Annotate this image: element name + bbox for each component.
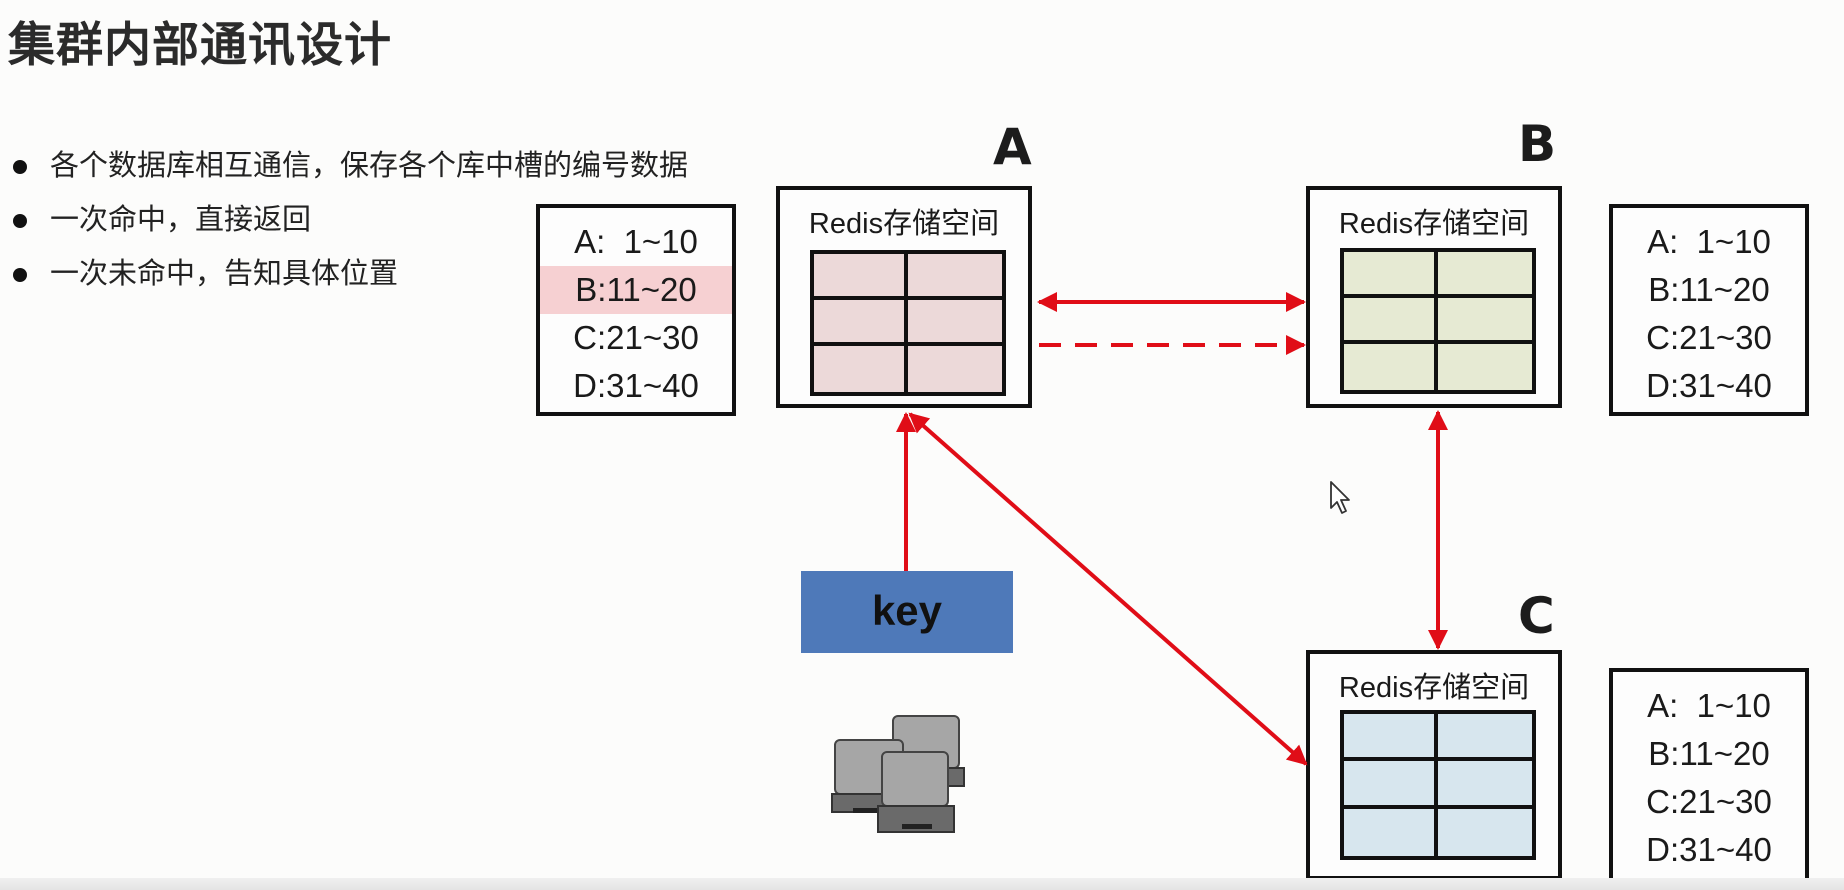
mouse-pointer-icon [1330,481,1350,514]
node-c-label: C [1518,587,1555,645]
slot-range-row: D:31~40 [573,367,699,404]
bottom-strip [0,878,1844,890]
slot-range-row: A: 1~10 [1647,223,1771,260]
slot-range-row: A: 1~10 [574,223,698,260]
slot-range-row: C:21~30 [1646,783,1772,820]
storage-title: Redis存储空间 [1338,672,1530,704]
slot-grid [810,250,1006,396]
slot-grid [1340,710,1536,860]
computer-cluster-icon [831,715,965,833]
slot-range-row: D:31~40 [1646,367,1772,404]
slot-table-a: A: 1~10 B:11~20 C:21~30 D:31~40 [536,204,736,416]
storage-title: Redis存储空间 [1338,208,1530,240]
slot-range-row: C:21~30 [1646,319,1772,356]
bullet-list: 各个数据库相互通信，保存各个库中槽的编号数据 一次命中，直接返回 一次未命中，告… [10,138,688,300]
slot-range-row: C:21~30 [573,319,699,356]
node-c-storage: Redis存储空间 [1306,650,1562,880]
node-b-label: B [1518,115,1557,173]
slot-range-row: B:11~20 [1648,735,1770,772]
storage-title: Redis存储空间 [808,208,1000,240]
node-a-storage: Redis存储空间 [776,186,1032,408]
bullet-item: 各个数据库相互通信，保存各个库中槽的编号数据 [10,138,688,192]
slot-grid [1340,248,1536,394]
slot-range-row: B:11~20 [1648,271,1770,308]
bullet-item: 一次未命中，告知具体位置 [10,246,688,300]
slot-range-row-highlighted: B:11~20 [540,266,732,314]
slot-table-b: A: 1~10 B:11~20 C:21~30 D:31~40 [1609,204,1809,416]
bullet-item: 一次命中，直接返回 [10,192,688,246]
node-b-storage: Redis存储空间 [1306,186,1562,408]
slot-range-row: A: 1~10 [1647,687,1771,724]
page-title: 集群内部通讯设计 [8,18,392,73]
arrow-a-to-c [908,412,1308,766]
slot-range-row: D:31~40 [1646,831,1772,868]
node-a-label: A [993,118,1032,176]
